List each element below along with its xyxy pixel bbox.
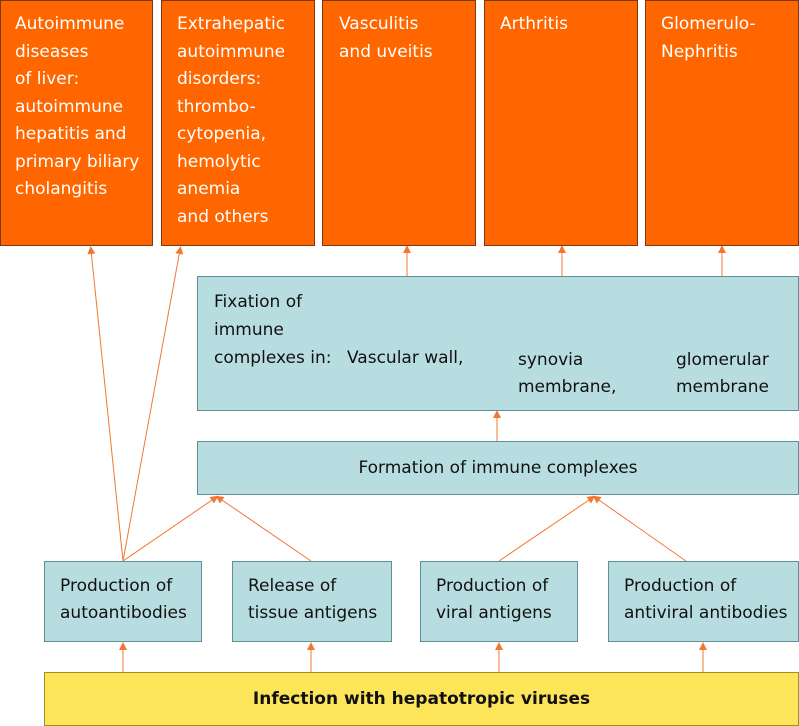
outcome-line: disorders: (177, 69, 262, 89)
source-line: Production of (60, 576, 173, 596)
fixation-synovia-line: membrane, (518, 377, 617, 397)
outcome-line: Extrahepatic (177, 14, 286, 34)
outcome-line: primary biliary (15, 151, 140, 172)
source-box-viral-antigens: Production of viral antigens (420, 561, 578, 642)
outcome-line: Autoimmune (15, 14, 125, 34)
outcome-line: autoimmune (15, 96, 124, 117)
fixation-synovia-line: synovia (518, 350, 584, 370)
arrow-tissue-antigens-to-formation (215, 495, 312, 562)
source-line: antiviral antibodies (624, 603, 788, 623)
arrow-antiviral-antibodies-to-formation (592, 495, 687, 562)
infection-label: Infection with hepatotropic viruses (252, 689, 591, 709)
arrow-autoantibodies-to-extrahepatic (122, 246, 184, 562)
outcome-line: Glomerulo- (661, 14, 756, 34)
outcome-line: autoimmune (177, 41, 286, 62)
fixation-prefix-line: complexes in: (214, 348, 332, 368)
fixation-prefix-line: Fixation of (214, 292, 303, 312)
source-line: Release of (248, 576, 337, 596)
source-line: Production of (624, 576, 737, 596)
outcome-line: diseases (15, 41, 89, 62)
fixation-glomerular-line: glomerular (676, 350, 769, 370)
outcome-box-vasculitis: Vasculitis and uveitis (322, 0, 476, 246)
arrow-autoantibodies-to-formation (122, 495, 219, 562)
outcome-line: hemolytic (177, 151, 261, 172)
source-box-tissue-antigens: Release of tissue antigens (232, 561, 392, 642)
outcome-line: thrombo- (177, 96, 256, 117)
outcome-line: Vasculitis (339, 14, 419, 34)
formation-label: Formation of immune complexes (358, 458, 638, 478)
arrow-viral-antigens-to-formation (498, 495, 596, 562)
formation-box: Formation of immune complexes (197, 441, 799, 495)
outcome-line: of liver: (15, 69, 80, 89)
fixation-box: Fixation of immune complexes in: Vascula… (197, 276, 799, 411)
arrow-autoantibodies-to-liver (87, 246, 124, 562)
source-line: viral antigens (436, 603, 552, 623)
outcome-line: hepatitis and (15, 124, 127, 144)
outcome-line: cytopenia, (177, 124, 267, 144)
outcome-line: anemia (177, 179, 241, 199)
outcome-box-arthritis: Arthritis (484, 0, 638, 246)
outcome-line: cholangitis (15, 179, 108, 199)
infection-box: Infection with hepatotropic viruses (44, 672, 799, 726)
source-box-antiviral-antibodies: Production of antiviral antibodies (608, 561, 799, 642)
source-line: Production of (436, 576, 549, 596)
outcome-line: and uveitis (339, 41, 433, 62)
outcome-box-liver: Autoimmune diseases of liver: autoimmune… (0, 0, 153, 246)
fixation-vascular-wall: Vascular wall, (347, 348, 464, 368)
source-line: tissue antigens (248, 603, 378, 623)
source-box-autoantibodies: Production of autoantibodies (44, 561, 202, 642)
outcome-line: Arthritis (500, 14, 569, 34)
outcome-line: and others (177, 206, 269, 227)
outcome-line: Nephritis (661, 41, 738, 62)
fixation-prefix-line: immune (214, 320, 284, 340)
outcome-box-extrahepatic: Extrahepatic autoimmune disorders: throm… (161, 0, 315, 246)
outcome-box-glomerulonephritis: Glomerulo- Nephritis (645, 0, 799, 246)
source-line: autoantibodies (60, 603, 187, 623)
fixation-glomerular-line: membrane (676, 377, 770, 397)
